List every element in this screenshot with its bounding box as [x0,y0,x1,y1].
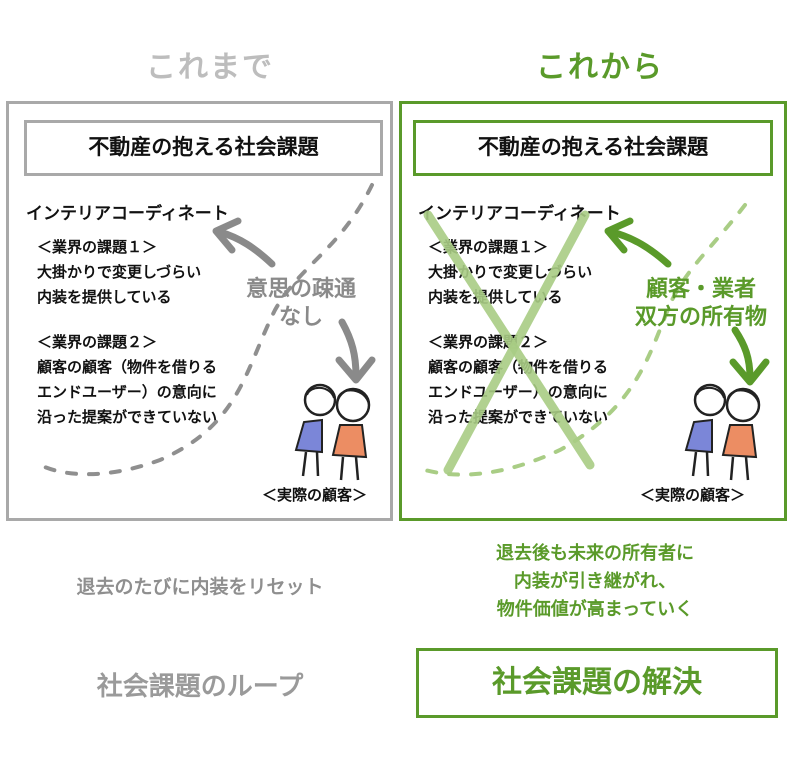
left-note: 退去のたびに内装をリセット [76,576,324,598]
left-issue2-title: ＜業界の課題２＞ [37,333,158,351]
right-heading: これから [536,50,664,85]
left-callout-line1: 意思の疎通 [245,277,356,302]
left-panel-title: 不動産の抱える社会課題 [24,120,383,176]
left-issue1-line2: 内装を提供している [37,288,172,306]
left-callout-line2: なし [278,305,323,330]
right-role-label: インテリアコーディネート [418,204,621,224]
left-heading: これまで [146,50,274,85]
left-arrow-down [338,318,360,380]
right-panel [399,101,787,521]
right-issue2-line1: 顧客の顧客（物件を借りる [428,358,609,376]
right-footer: 社会課題の解決 [492,665,702,700]
left-customer-figures [294,383,371,481]
right-loop-curve [423,203,747,477]
right-issue1-title: ＜業界の課題１＞ [428,238,549,256]
right-note: 退去後も未来の所有者に 内装が引き継がれ、 物件価値が高まっていく [410,540,780,624]
right-issue2-line2: エンドユーザー）の意向に [428,383,608,401]
right-footer-box: 社会課題の解決 [416,648,778,718]
right-customer-figures [684,383,761,481]
left-role-label: インテリアコーディネート [26,204,229,224]
left-issue1-title: ＜業界の課題１＞ [37,238,158,256]
left-customer-label: ＜実際の顧客＞ [262,486,368,504]
left-loop-curve [33,183,374,477]
left-issue2-line3: 沿った提案ができていない [37,408,218,426]
right-callout-line2: 双方の所有物 [634,305,767,330]
left-issue2-line2: エンドユーザー）の意向に [37,383,217,401]
left-issue2-line1: 顧客の顧客（物件を借りる [37,358,218,376]
left-callout: 意思の疎通 なし [226,276,376,332]
right-arrow-up [608,228,672,268]
right-customer-label: ＜実際の顧客＞ [640,486,746,504]
left-issue1: ＜業界の課題１＞ 大掛かりで変更しづらい 内装を提供している [37,235,201,310]
left-issue1-line1: 大掛かりで変更しづらい [37,263,202,281]
right-arrow-down [731,326,754,382]
cross-out-line-2 [443,210,590,475]
right-note-line1: 退去後も未来の所有者に [496,543,694,564]
left-footer: 社会課題のループ [96,672,304,702]
right-panel-title: 不動産の抱える社会課題 [413,120,773,176]
left-issue2: ＜業界の課題２＞ 顧客の顧客（物件を借りる エンドユーザー）の意向に 沿った提案… [37,330,217,430]
cross-out-line-1 [423,210,595,470]
right-note-line2: 内装が引き継がれ、 [513,571,677,592]
right-callout: 顧客・業者 双方の所有物 [616,276,786,332]
right-callout-line1: 顧客・業者 [645,277,756,302]
right-issue1-line2: 内装を提供している [428,288,563,306]
left-arrow-up [216,228,276,268]
right-note-line3: 物件価値が高まっていく [496,599,694,620]
left-panel [6,101,393,521]
